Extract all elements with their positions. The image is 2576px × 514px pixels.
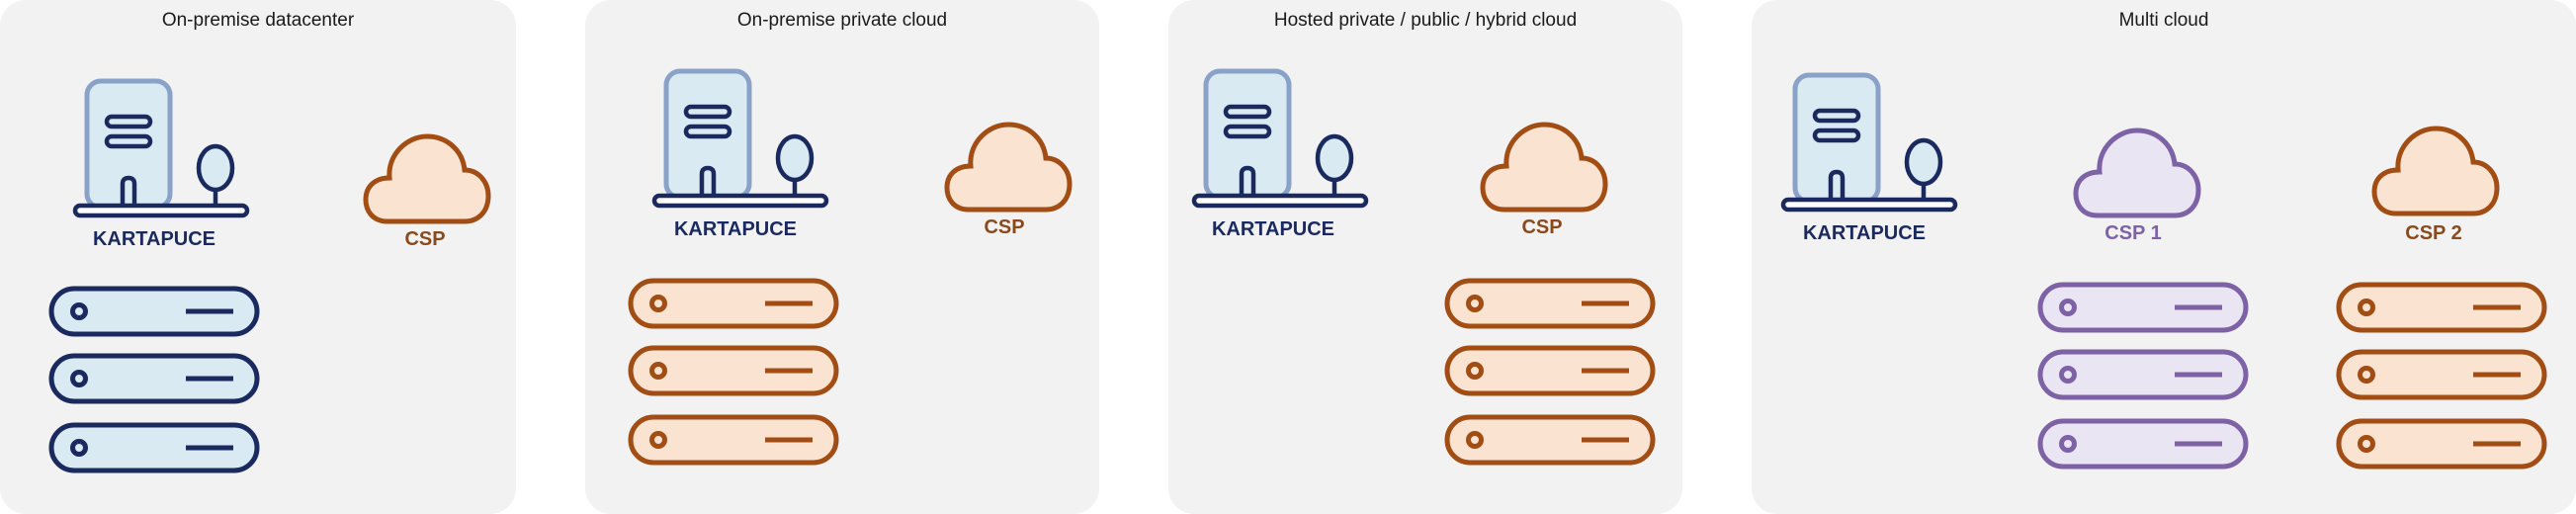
server-icon [2040, 421, 2246, 467]
server-icon [631, 417, 836, 463]
server-icon [2339, 352, 2544, 397]
server-icon [1447, 417, 1653, 463]
server-icon [2040, 352, 2246, 397]
building-icon [654, 71, 826, 206]
server-icon [51, 289, 257, 334]
csp-label: CSP [404, 228, 445, 250]
kartapuce-label: KARTAPUCE [674, 218, 797, 240]
server-icon [631, 348, 836, 393]
kartapuce-label: KARTAPUCE [1803, 222, 1926, 244]
csp-label: CSP [984, 216, 1024, 238]
panel-title: On-premise private cloud [736, 10, 948, 31]
cloud-icon [947, 125, 1070, 210]
kartapuce-label: KARTAPUCE [93, 228, 215, 250]
server-icon [631, 281, 836, 326]
server-icon [51, 425, 257, 471]
kartapuce-label: KARTAPUCE [1212, 218, 1334, 240]
server-icon [2339, 421, 2544, 467]
panel-title: Hosted private / public / hybrid cloud [1273, 10, 1578, 31]
server-icon [51, 356, 257, 401]
server-icon [1447, 348, 1653, 393]
cloud-icon [1483, 125, 1605, 210]
csp-label: CSP [1521, 216, 1562, 238]
server-icon [2339, 285, 2544, 330]
server-icon [1447, 281, 1653, 326]
csp-2-label: CSP 2 [2405, 222, 2461, 244]
cloud-icon [366, 136, 488, 221]
panel-title: On-premise datacenter [161, 10, 355, 31]
cloud-icon [2374, 128, 2497, 214]
csp-1-label: CSP 1 [2104, 222, 2161, 244]
panel-title: Multi cloud [2118, 10, 2209, 31]
building-icon [1194, 71, 1366, 206]
building-icon [1783, 75, 1955, 210]
server-icon [2040, 285, 2246, 330]
building-icon [75, 81, 247, 215]
cloud-icon [2076, 130, 2198, 215]
